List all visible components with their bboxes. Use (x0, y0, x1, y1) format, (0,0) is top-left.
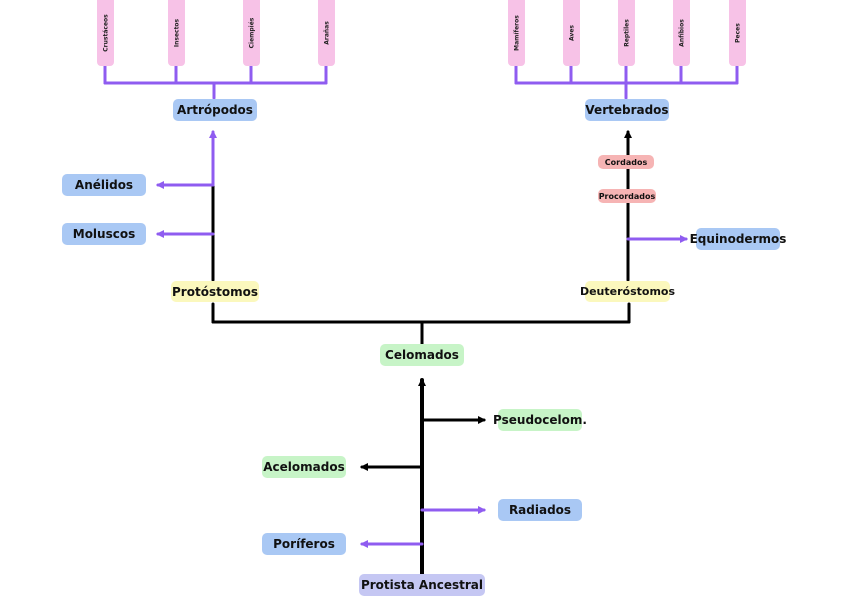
group-label: Peces (734, 23, 741, 43)
node-procordados: Procordados (598, 189, 656, 203)
node-vertebrados: Vertebrados (585, 99, 669, 121)
group-label: Aves (568, 25, 575, 41)
group-label: Arañas (323, 21, 330, 45)
node-deuterostomos: Deuteróstomos (580, 281, 675, 302)
group-label: Reptiles (623, 19, 630, 47)
node-celomados: Celomados (380, 344, 464, 366)
node-pseudocelom: Pseudocelom. (493, 409, 587, 431)
group-tile-ciempies: Ciempiés (243, 0, 260, 66)
node-artropodos: Artrópodos (173, 99, 257, 121)
group-tile-aranas: Arañas (318, 0, 335, 66)
group-tile-insectos: Insectos (168, 0, 185, 66)
node-acelomados: Acelomados (262, 456, 346, 478)
node-protista-ancestral: Protista Ancestral (359, 574, 485, 596)
node-anelidos: Anélidos (62, 174, 146, 196)
group-tile-reptiles: Reptiles (618, 0, 635, 66)
node-protostomos: Protóstomos (171, 281, 259, 302)
node-moluscos: Moluscos (62, 223, 146, 245)
group-tile-peces: Peces (729, 0, 746, 66)
node-radiados: Radiados (498, 499, 582, 521)
node-cordados: Cordados (598, 155, 654, 169)
group-label: Insectos (173, 18, 180, 48)
group-label: Crustáceos (102, 14, 109, 52)
group-label: Mamíferos (513, 15, 520, 51)
group-label: Anfíbios (678, 19, 685, 47)
group-tile-mamiferos: Mamíferos (508, 0, 525, 66)
group-tile-crustaceos: Crustáceos (97, 0, 114, 66)
group-tile-anfibios: Anfíbios (673, 0, 690, 66)
node-equinodermos: Equinodermos (690, 228, 786, 250)
group-label: Ciempiés (248, 17, 255, 49)
group-tile-aves: Aves (563, 0, 580, 66)
node-poriferos: Poríferos (262, 533, 346, 555)
